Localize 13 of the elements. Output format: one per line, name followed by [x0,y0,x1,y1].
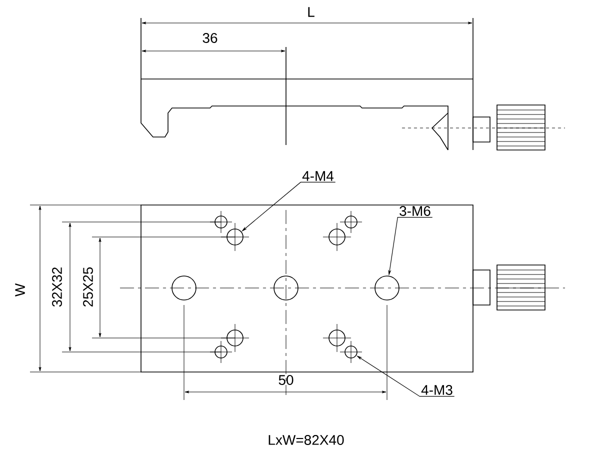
dimension-text: L [308,7,314,17]
hole [344,346,358,358]
hole [226,228,244,246]
hole [374,276,400,300]
dimension-text: 25X25 [83,267,93,307]
dimension-text: W [15,283,25,297]
callout-text: 3-M6 [400,206,430,216]
dimension-text: 32X32 [52,267,62,307]
dimension-text: 36 [202,33,218,43]
callout-text: 4-M4 [302,171,334,181]
callout-text: 4-M3 [421,385,452,395]
dimension-text: LxW=82X40 [268,435,344,445]
dimension-text: 50 [278,375,294,385]
